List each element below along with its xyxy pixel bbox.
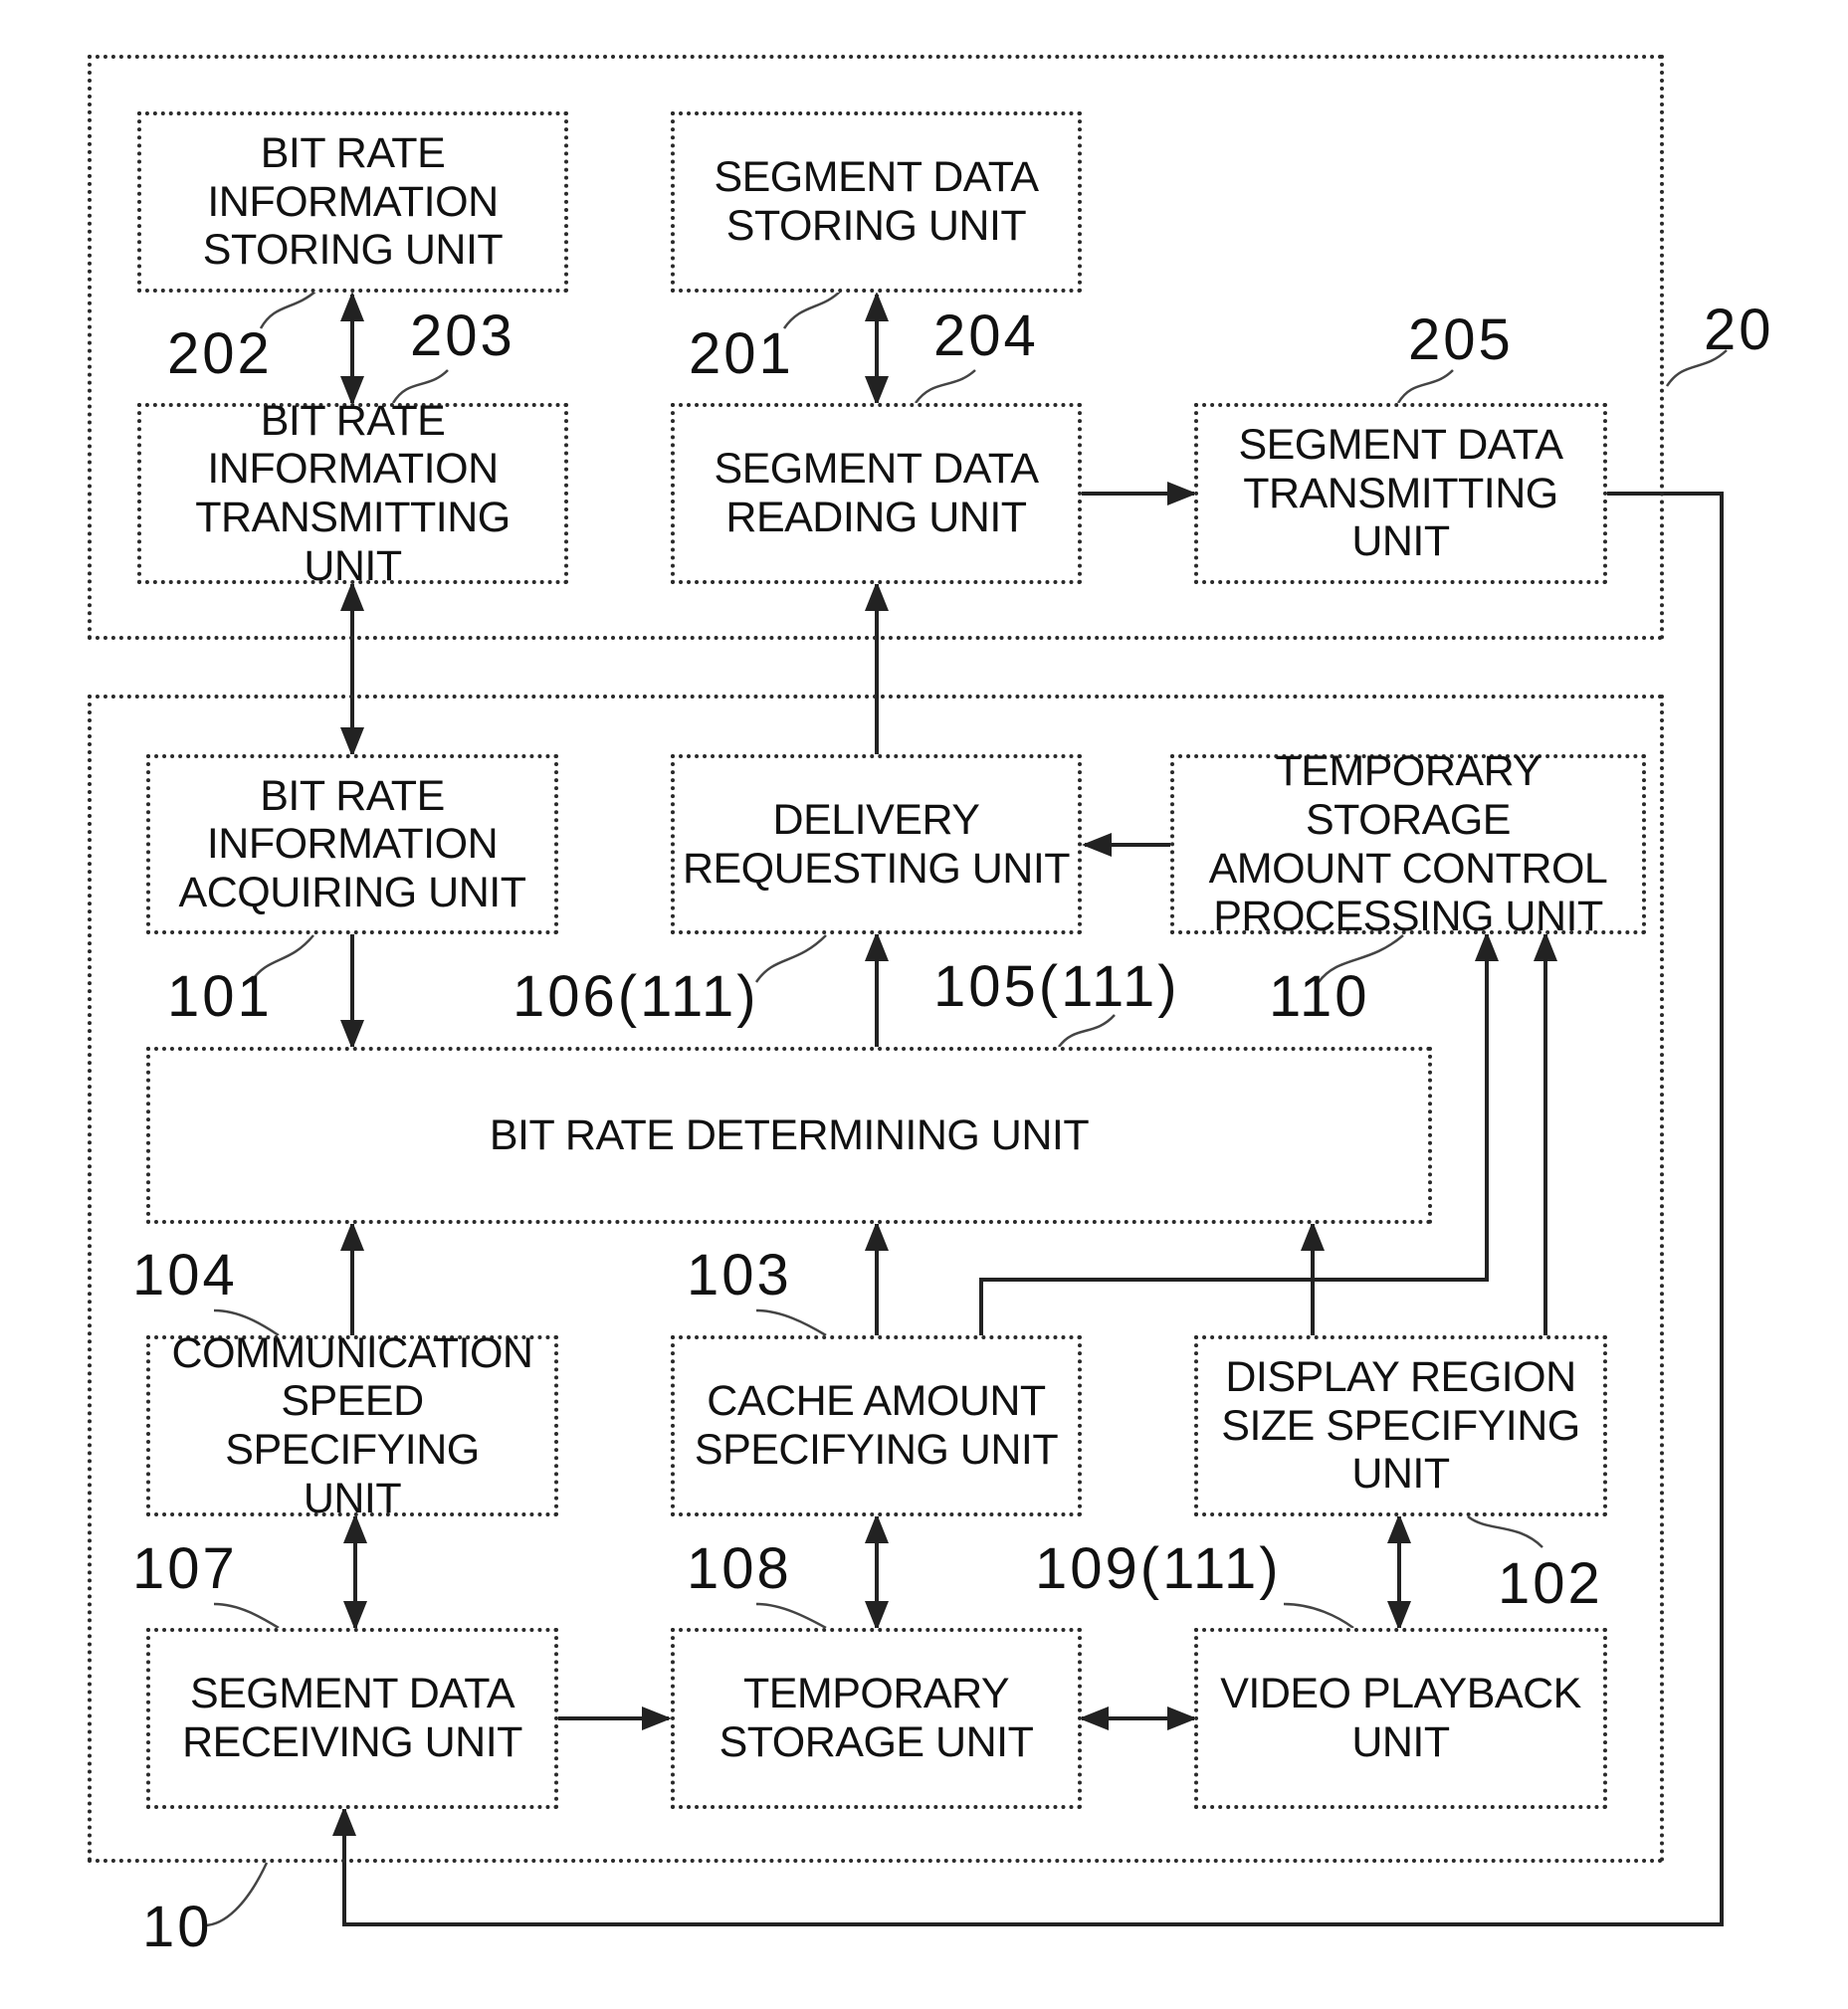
ref-202: 202 xyxy=(167,320,273,387)
segment-data-receiving-label: SEGMENT DATA RECEIVING UNIT xyxy=(182,1670,522,1766)
segment-data-reading-unit: SEGMENT DATA READING UNIT xyxy=(671,403,1082,584)
ref-105: 105(111) xyxy=(933,953,1180,1020)
segment-data-storing-label: SEGMENT DATA STORING UNIT xyxy=(714,153,1038,250)
ref-201: 201 xyxy=(689,320,794,387)
ref-20: 20 xyxy=(1704,297,1774,363)
temporary-storage-label: TEMPORARY STORAGE UNIT xyxy=(719,1670,1034,1766)
delivery-requesting-unit: DELIVERY REQUESTING UNIT xyxy=(671,754,1082,934)
bitrate-info-transmitting-label: BIT RATE INFORMATION TRANSMITTING UNIT xyxy=(141,397,564,590)
video-playback-label: VIDEO PLAYBACK UNIT xyxy=(1220,1670,1581,1766)
ref-103: 103 xyxy=(687,1242,792,1308)
bitrate-info-storing-unit: BIT RATE INFORMATION STORING UNIT xyxy=(137,111,568,293)
ref-205: 205 xyxy=(1408,306,1514,373)
segment-data-reading-label: SEGMENT DATA READING UNIT xyxy=(714,445,1038,541)
temporary-storage-unit: TEMPORARY STORAGE UNIT xyxy=(671,1628,1082,1809)
ref-109: 109(111) xyxy=(1035,1535,1282,1602)
cache-amount-specifying-label: CACHE AMOUNT SPECIFYING UNIT xyxy=(695,1377,1058,1474)
leader-10 xyxy=(204,1863,267,1925)
video-playback-unit: VIDEO PLAYBACK UNIT xyxy=(1194,1628,1607,1809)
segment-data-storing-unit: SEGMENT DATA STORING UNIT xyxy=(671,111,1082,293)
display-region-size-specifying-unit: DISPLAY REGION SIZE SPECIFYING UNIT xyxy=(1194,1335,1607,1516)
bitrate-info-acquiring-label: BIT RATE INFORMATION ACQUIRING UNIT xyxy=(179,772,526,917)
segment-data-transmitting-unit: SEGMENT DATA TRANSMITTING UNIT xyxy=(1194,403,1607,584)
communication-speed-specifying-label: COMMUNICATION SPEED SPECIFYING UNIT xyxy=(150,1329,554,1522)
ref-101: 101 xyxy=(167,963,273,1030)
bitrate-info-acquiring-unit: BIT RATE INFORMATION ACQUIRING UNIT xyxy=(146,754,558,934)
ref-203: 203 xyxy=(410,302,515,369)
ref-107: 107 xyxy=(132,1535,238,1602)
display-region-size-specifying-label: DISPLAY REGION SIZE SPECIFYING UNIT xyxy=(1221,1353,1579,1499)
segment-data-receiving-unit: SEGMENT DATA RECEIVING UNIT xyxy=(146,1628,558,1809)
delivery-requesting-label: DELIVERY REQUESTING UNIT xyxy=(683,796,1070,893)
ref-106: 106(111) xyxy=(513,963,759,1030)
communication-speed-specifying-unit: COMMUNICATION SPEED SPECIFYING UNIT xyxy=(146,1335,558,1516)
bitrate-determining-unit: BIT RATE DETERMINING UNIT xyxy=(146,1047,1432,1224)
bitrate-determining-label: BIT RATE DETERMINING UNIT xyxy=(490,1111,1089,1160)
ref-104: 104 xyxy=(132,1242,238,1308)
ref-102: 102 xyxy=(1498,1550,1603,1617)
segment-data-transmitting-label: SEGMENT DATA TRANSMITTING UNIT xyxy=(1238,421,1562,566)
ref-10: 10 xyxy=(142,1894,213,1960)
temp-storage-amount-control-label: TEMPORARY STORAGE AMOUNT CONTROL PROCESS… xyxy=(1174,747,1642,940)
temp-storage-amount-control-unit: TEMPORARY STORAGE AMOUNT CONTROL PROCESS… xyxy=(1170,754,1646,934)
bitrate-info-transmitting-unit: BIT RATE INFORMATION TRANSMITTING UNIT xyxy=(137,403,568,584)
cache-amount-specifying-unit: CACHE AMOUNT SPECIFYING UNIT xyxy=(671,1335,1082,1516)
ref-204: 204 xyxy=(933,302,1039,369)
ref-108: 108 xyxy=(687,1535,792,1602)
ref-110: 110 xyxy=(1269,963,1369,1030)
bitrate-info-storing-label: BIT RATE INFORMATION STORING UNIT xyxy=(203,129,503,275)
